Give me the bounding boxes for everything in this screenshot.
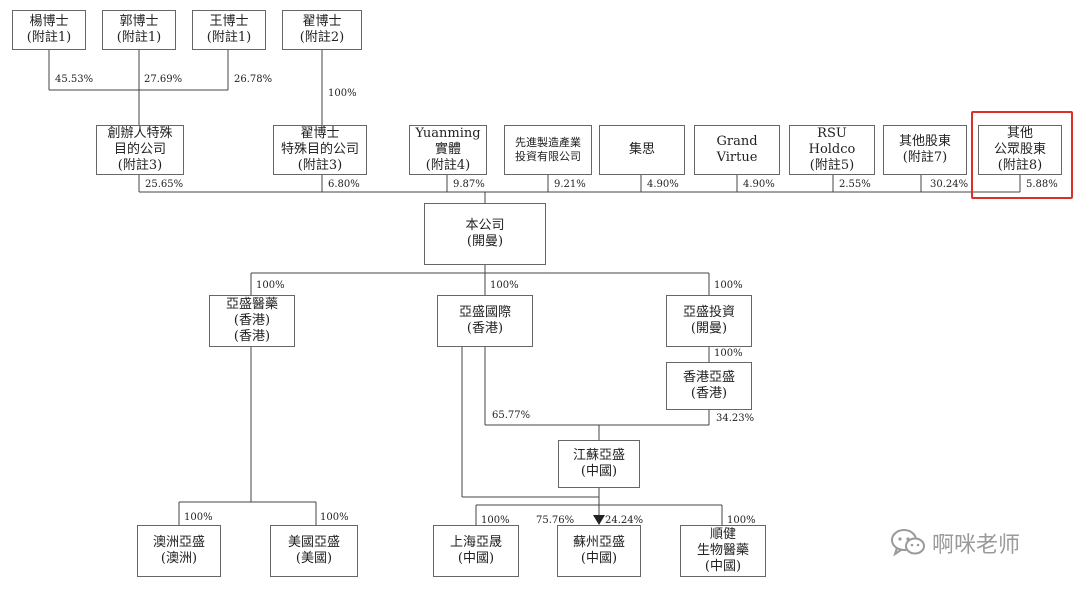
entity-suzhou-ascentage: 蘇州亞盛 (中國) xyxy=(557,525,641,577)
entity-public-shareholders: 其他 公眾股東 (附註8) xyxy=(978,125,1062,175)
entity-jisi: 集思 xyxy=(599,125,685,175)
pct-grand-virtue: 4.90% xyxy=(743,179,775,190)
watermark-text: 啊咪老师 xyxy=(932,533,1021,558)
pct-rsu: 2.55% xyxy=(839,179,871,190)
pct-pharma-hk: 100% xyxy=(256,280,285,291)
entity-ascentage-usa: 美國亞盛 (美國) xyxy=(270,525,358,577)
entity-ascentage-investment: 亞盛投資 (開曼) xyxy=(666,295,752,347)
entity-ascentage-pharma-hk: 亞盛醫藥 (香港) (香港) xyxy=(209,295,295,347)
pct-founder-spv: 25.65% xyxy=(145,179,184,190)
wechat-icon xyxy=(890,528,926,558)
entity-dr-yang: 楊博士 (附註1) xyxy=(12,10,86,50)
entity-rsu-holdco: RSU Holdco (附註5) xyxy=(789,125,875,175)
watermark: 啊咪老师 xyxy=(890,527,1020,559)
pct-suzhou-from-intl: 75.76% xyxy=(536,515,575,526)
entity-dr-wang: 王博士 (附註1) xyxy=(192,10,266,50)
pct-shunjian: 100% xyxy=(727,515,756,526)
entity-founder-spv: 創辦人特殊 目的公司 (附註3) xyxy=(96,125,184,175)
pct-jiangsu-from-intl: 65.77% xyxy=(492,410,531,421)
pct-wang: 26.78% xyxy=(234,74,273,85)
entity-dr-guo: 郭博士 (附註1) xyxy=(102,10,176,50)
pct-shanghai: 100% xyxy=(481,515,510,526)
pct-jisi: 4.90% xyxy=(647,179,679,190)
entity-zhai-spv: 翟博士 特殊目的公司 (附註3) xyxy=(273,125,367,175)
pct-australia: 100% xyxy=(184,512,213,523)
pct-zhai: 100% xyxy=(328,88,357,99)
entity-yuanming: Yuanming 實體 (附註4) xyxy=(409,125,487,175)
entity-grand-virtue: Grand Virtue xyxy=(694,125,780,175)
entity-dr-zhai: 翟博士 (附註2) xyxy=(282,10,362,50)
pct-usa: 100% xyxy=(320,512,349,523)
entity-xianjin-fund: 先進製造產業 投資有限公司 xyxy=(504,125,592,175)
pct-invest: 100% xyxy=(714,280,743,291)
pct-yang: 45.53% xyxy=(55,74,94,85)
pct-jiangsu-from-hk: 34.23% xyxy=(716,413,755,424)
entity-ascentage-international: 亞盛國際 (香港) xyxy=(437,295,533,347)
entity-jiangsu-ascentage: 江蘇亞盛 (中國) xyxy=(558,440,640,488)
pct-zhai-spv: 6.80% xyxy=(328,179,360,190)
pct-guo: 27.69% xyxy=(144,74,183,85)
entity-ascentage-australia: 澳洲亞盛 (澳洲) xyxy=(137,525,221,577)
entity-hk-ascentage: 香港亞盛 (香港) xyxy=(666,362,752,410)
highlight-frame xyxy=(971,111,1073,199)
pct-other-shareholders: 30.24% xyxy=(930,179,969,190)
pct-xianjin: 9.21% xyxy=(554,179,586,190)
pct-yuanming: 9.87% xyxy=(453,179,485,190)
entity-other-shareholders: 其他股東 (附註7) xyxy=(883,125,967,175)
pct-intl: 100% xyxy=(490,280,519,291)
entity-company: 本公司 (開曼) xyxy=(424,203,546,265)
pct-hk-ascentage: 100% xyxy=(714,348,743,359)
entity-shanghai-yasheng: 上海亞晟 (中國) xyxy=(433,525,519,577)
pct-suzhou-from-jiangsu: 24.24% xyxy=(605,515,644,526)
entity-shunjian-biopharma: 順健 生物醫藥 (中國) xyxy=(680,525,766,577)
pct-public: 5.88% xyxy=(1026,179,1058,190)
